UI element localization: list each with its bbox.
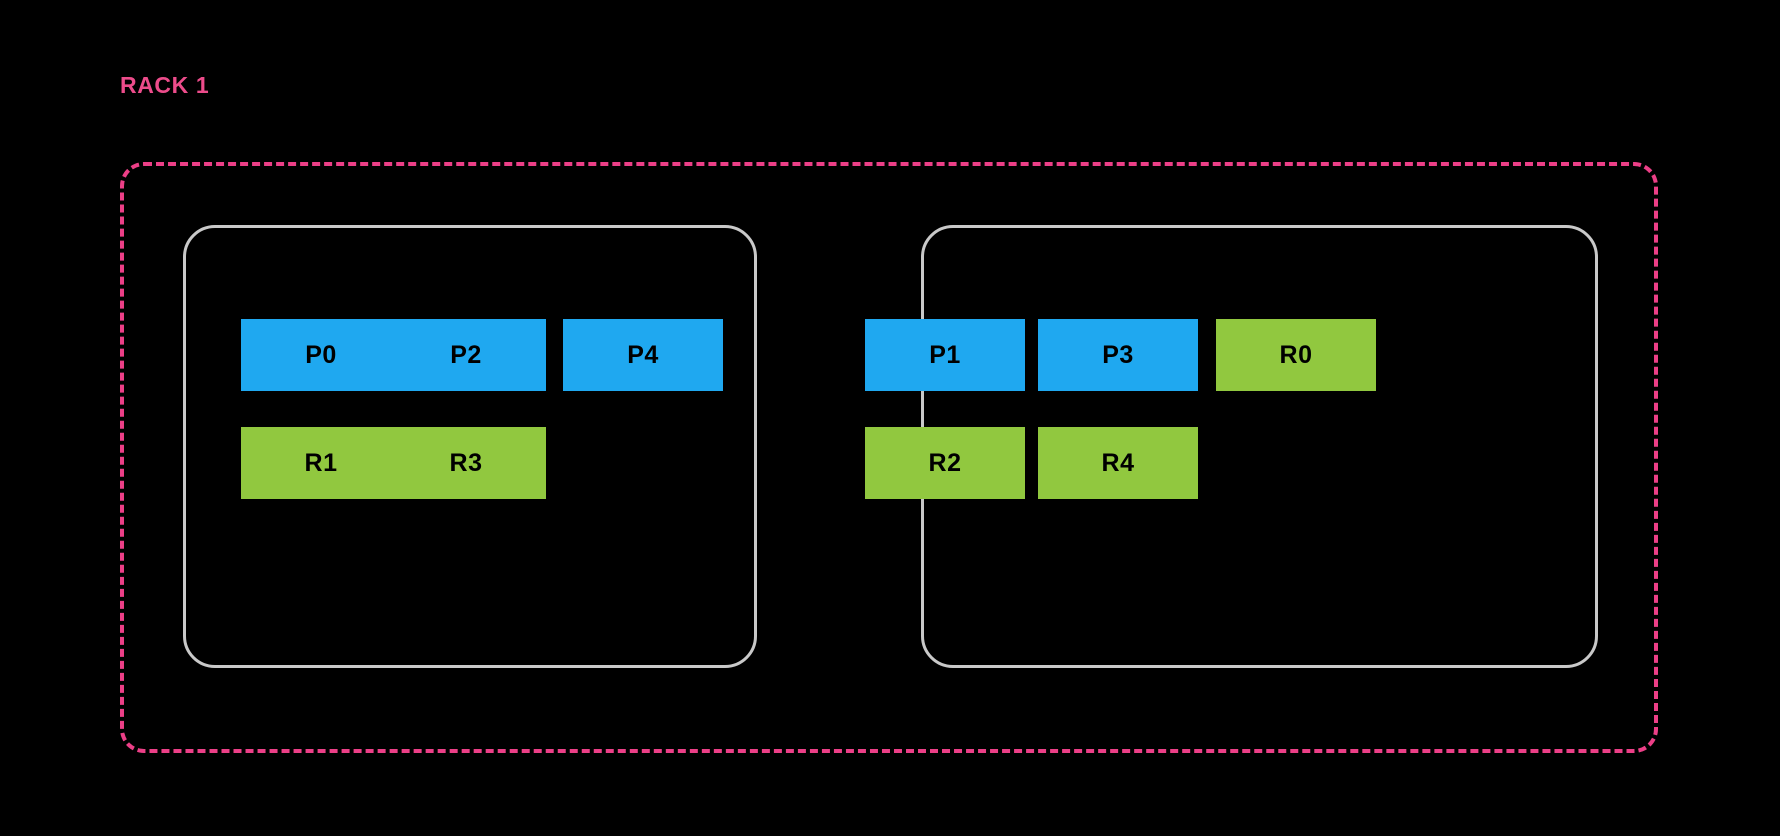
unit-p0[interactable]: P0 (241, 319, 401, 391)
rack-boundary (120, 162, 1658, 753)
unit-p4[interactable]: P4 (563, 319, 723, 391)
unit-p3[interactable]: P3 (1038, 319, 1198, 391)
unit-p1[interactable]: P1 (865, 319, 1025, 391)
unit-r2[interactable]: R2 (865, 427, 1025, 499)
unit-r3[interactable]: R3 (386, 427, 546, 499)
rack-label: RACK 1 (120, 72, 210, 98)
node-group-left (183, 225, 757, 668)
unit-r1[interactable]: R1 (241, 427, 401, 499)
unit-p2[interactable]: P2 (386, 319, 546, 391)
unit-r0[interactable]: R0 (1216, 319, 1376, 391)
unit-r4[interactable]: R4 (1038, 427, 1198, 499)
